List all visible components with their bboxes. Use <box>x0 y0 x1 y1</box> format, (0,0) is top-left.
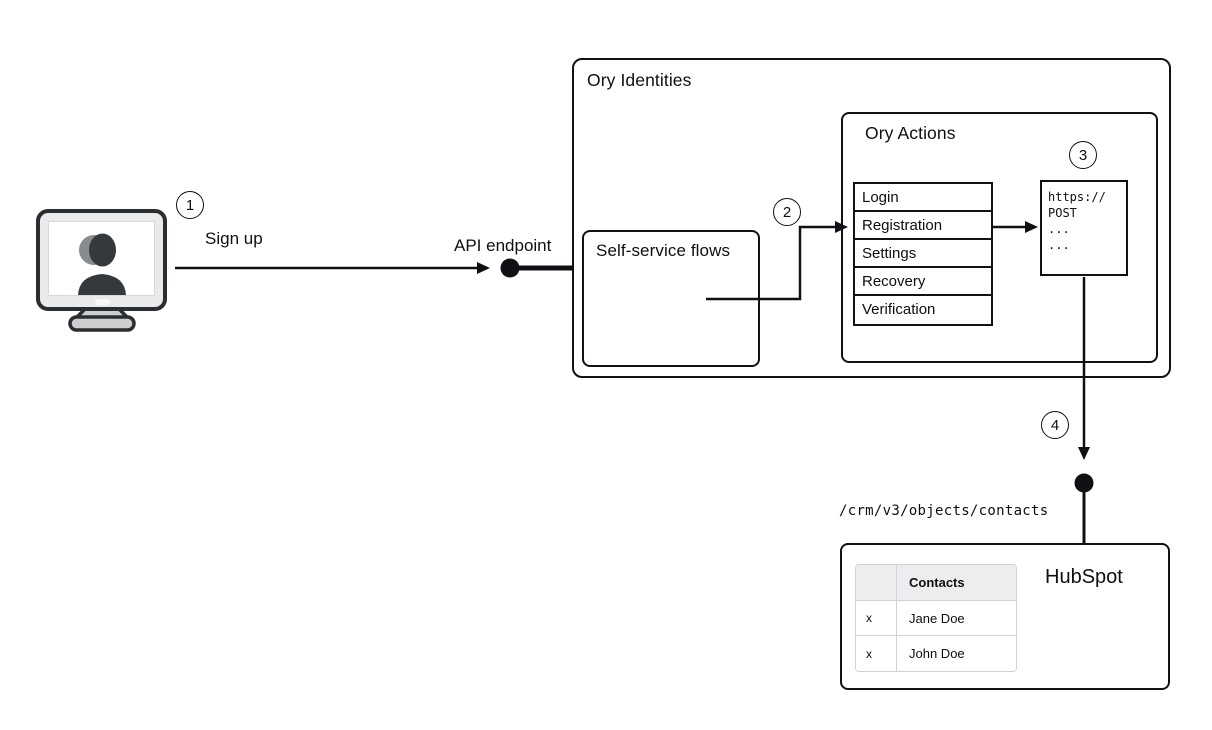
step-4-badge: 4 <box>1041 411 1069 439</box>
user-computer-icon <box>36 209 167 332</box>
api-endpoint-dot <box>500 258 572 278</box>
step-1-number: 1 <box>185 196 195 214</box>
contact-row-action: x <box>856 636 897 671</box>
code-line-ellipsis-1: ... <box>1048 222 1070 236</box>
step-2-badge: 2 <box>773 198 801 226</box>
table-row: x Jane Doe <box>856 601 1016 636</box>
arrow-signup-to-endpoint <box>175 262 490 274</box>
table-row: x John Doe <box>856 636 1016 671</box>
step-4-number: 4 <box>1050 416 1060 434</box>
contact-row-action: x <box>856 601 897 635</box>
flow-item-registration: Registration <box>855 212 991 240</box>
hubspot-endpoint-dot <box>1074 473 1094 543</box>
api-endpoint-label: API endpoint <box>454 236 552 255</box>
hubspot-title: HubSpot <box>1045 566 1123 588</box>
hubspot-box <box>840 543 1170 690</box>
step-1-badge: 1 <box>176 191 204 219</box>
monitor-button <box>95 299 110 305</box>
code-line-url: https:// <box>1048 190 1106 204</box>
code-line-method: POST <box>1048 206 1077 220</box>
contacts-table-header-row: Contacts <box>856 565 1016 601</box>
contacts-table: Contacts x Jane Doe x John Doe <box>855 564 1017 672</box>
webhook-code-box: https:// POST ... ... <box>1040 180 1128 276</box>
flow-item-recovery: Recovery <box>855 268 991 296</box>
contact-row-name: Jane Doe <box>909 610 965 626</box>
ory-actions-title: Ory Actions <box>865 123 956 143</box>
person-silhouette-icon <box>78 233 126 295</box>
flow-item-verification: Verification <box>855 296 991 324</box>
flow-list: Login Registration Settings Recovery Ver… <box>853 182 993 326</box>
hubspot-endpoint-label: /crm/v3/objects/contacts <box>839 503 1049 519</box>
contacts-header-label: Contacts <box>909 575 965 590</box>
monitor-stand-base <box>68 315 136 332</box>
ory-identities-title: Ory Identities <box>587 70 692 90</box>
contact-row-name: John Doe <box>909 646 965 661</box>
step-3-badge: 3 <box>1069 141 1097 169</box>
step-2-number: 2 <box>782 203 792 221</box>
flow-item-settings: Settings <box>855 240 991 268</box>
self-service-flows-title: Self-service flows <box>596 241 731 260</box>
contacts-header-action-cell <box>856 565 897 600</box>
signup-label: Sign up <box>205 229 263 248</box>
code-line-ellipsis-2: ... <box>1048 238 1070 252</box>
flow-item-login: Login <box>855 184 991 212</box>
ory-identities-box <box>572 58 1171 378</box>
step-3-number: 3 <box>1078 146 1088 164</box>
ory-actions-box <box>841 112 1158 363</box>
